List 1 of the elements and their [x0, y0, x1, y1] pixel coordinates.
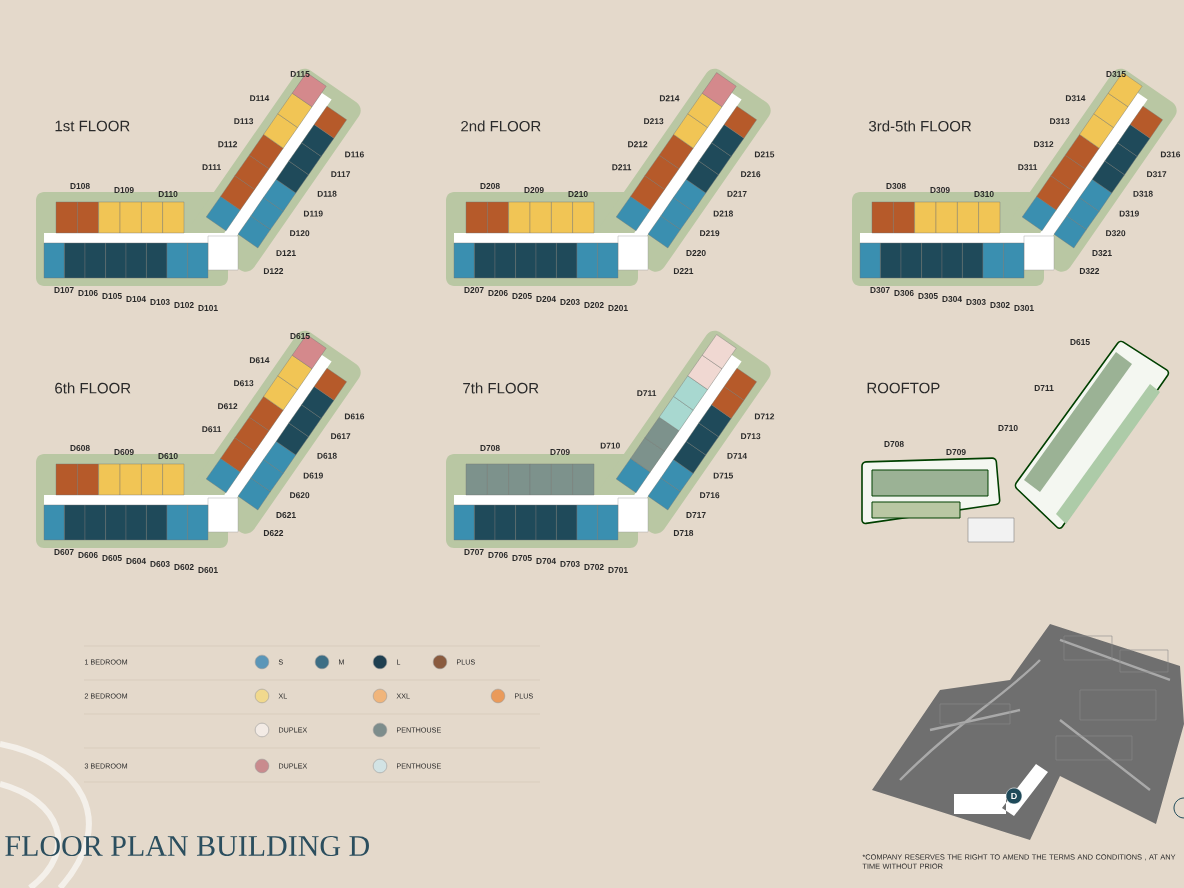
page-title: FLOOR PLAN BUILDING D: [5, 835, 369, 857]
